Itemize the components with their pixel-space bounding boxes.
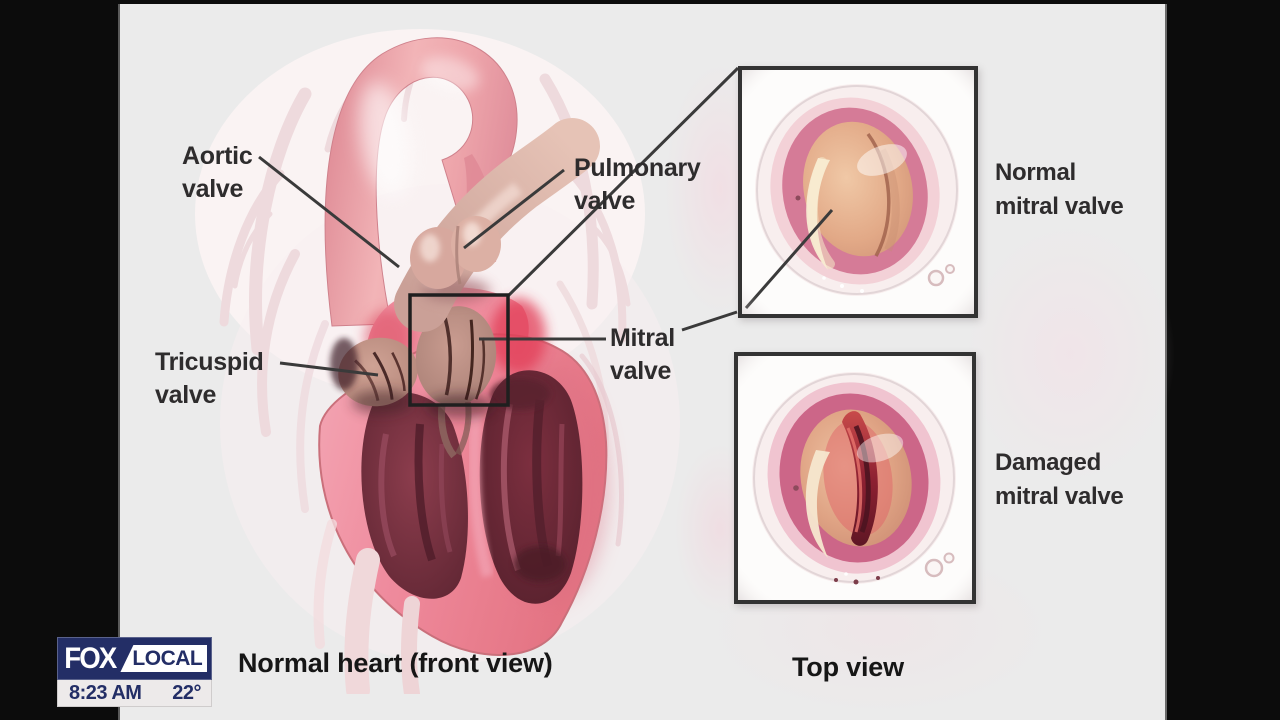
fox-local-logo: FOX LOCAL [57,637,212,680]
inset-normal-mitral-valve [738,66,978,318]
heart-chambers [361,370,583,604]
normal-valve-illustration [742,70,974,314]
tricuspid-leader-line [279,361,379,377]
label-mitral-valve: Mitral valve [610,324,675,385]
damaged-valve-illustration [738,356,972,600]
time-temperature-bar: 8:23 AM 22° [57,680,212,707]
caption-top-view: Top view [792,652,904,682]
heart-illustration [195,29,680,694]
diagram-panel: Aortic valve Pulmonary valve Tricuspid v… [118,4,1175,720]
label-normal-mitral-valve: Normal mitral valve [995,159,1124,220]
mitral-zoom-box [408,293,510,407]
mitral-valve-region [415,306,497,406]
clock-time: 8:23 AM [69,681,142,704]
label-pulmonary-valve: Pulmonary valve [574,154,701,215]
label-tricuspid-valve: Tricuspid valve [155,348,264,409]
broadcast-bug: FOX LOCAL 8:23 AM 22° [57,637,212,707]
inset-damaged-mitral-valve [734,352,976,604]
label-aortic-valve: Aortic valve [182,142,253,203]
fox-wordmark: FOX [63,641,117,675]
temperature: 22° [172,681,201,704]
caption-front-view: Normal heart (front view) [238,648,553,678]
label-damaged-mitral-valve: Damaged mitral valve [995,449,1124,510]
background-vessels [219,56,631,547]
aortic-leader-line [258,155,400,269]
callout-lines [258,66,740,407]
local-wordmark: LOCAL [120,644,208,673]
lower-vessels [313,519,420,694]
zoom-callout-line-bottom [681,310,738,332]
pulmonary-leader-line [463,168,565,250]
pulmonary-trunk [394,118,600,332]
